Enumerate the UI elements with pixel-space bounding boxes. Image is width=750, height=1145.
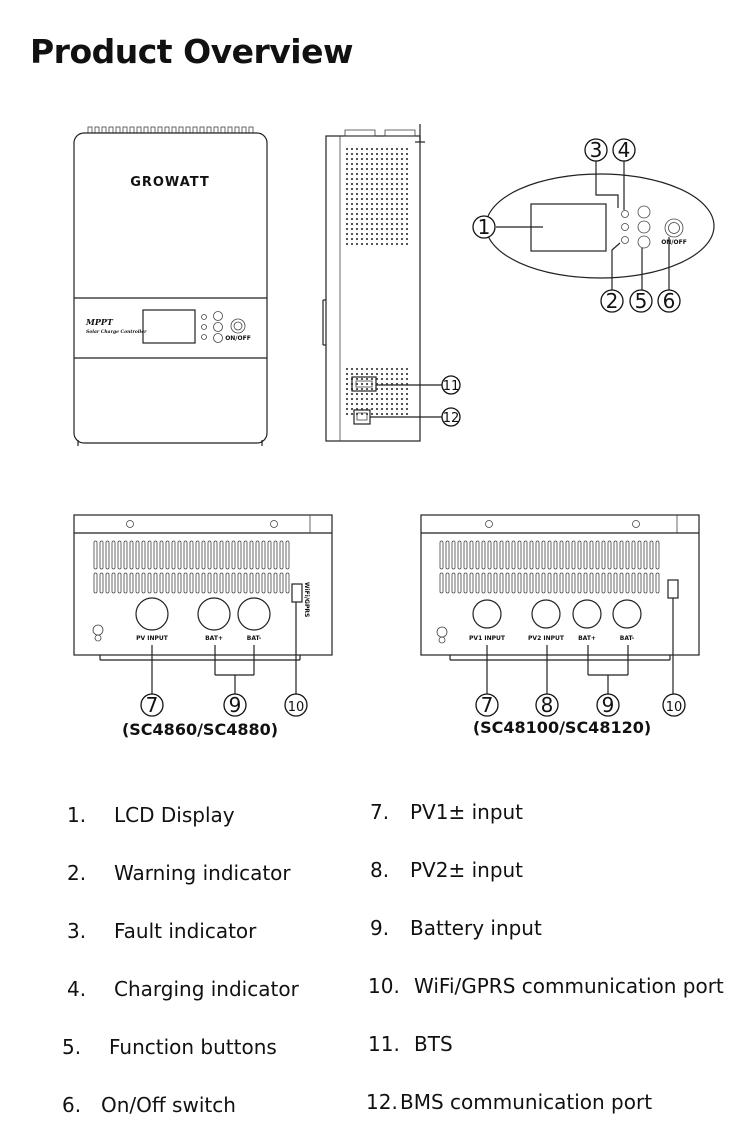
legend-item: 3.Fault indicator (67, 919, 257, 943)
brand-logo: GROWATT (130, 175, 210, 190)
legend-item: 1.LCD Display (67, 803, 235, 827)
callout-12 (441, 407, 461, 427)
bat-plus-label-2: BAT+ (578, 635, 596, 642)
legend-item: 5.Function buttons (62, 1035, 277, 1059)
pv1-input-label: PV1 INPUT (469, 635, 506, 642)
svg-text:4: 4 (618, 138, 631, 162)
callout-7-right (475, 693, 499, 717)
legend-item: 7.PV1± input (370, 800, 524, 824)
pv2-input-label: PV2 INPUT (528, 635, 565, 642)
svg-text:7: 7 (146, 693, 159, 717)
bottom-view-small: WiFi/GPRS PV INPUT BAT+ BAT- 7 9 10 (SC4… (73, 514, 333, 739)
legend-item: 11.BTS (368, 1032, 453, 1056)
callout-10-right (662, 693, 686, 717)
legend-item: 9.Battery input (370, 916, 542, 940)
legend-item: 4.Charging indicator (67, 977, 299, 1001)
mppt-label: MPPT (85, 317, 114, 327)
svg-text:5: 5 (635, 289, 648, 313)
callout-2 (600, 289, 624, 313)
front-view: GROWATT MPPT Solar Charge Controller ON/… (73, 126, 268, 446)
bat-plus-label: BAT+ (205, 635, 223, 642)
svg-text:8: 8 (541, 693, 554, 717)
svg-text:11: 11 (443, 379, 460, 394)
product-diagram: GROWATT MPPT Solar Charge Controller ON/… (73, 124, 715, 739)
legend-item: 8.PV2± input (370, 858, 524, 882)
svg-text:2: 2 (606, 289, 619, 313)
callout-5 (629, 289, 653, 313)
front-onoff-label: ON/OFF (225, 335, 251, 342)
pv-input-label: PV INPUT (136, 635, 169, 642)
callout-1 (472, 215, 496, 239)
callout-9-right (596, 693, 620, 717)
callout-6 (657, 289, 681, 313)
callout-11 (441, 375, 461, 395)
callout-7-left (140, 693, 164, 717)
callout-9-left (223, 693, 247, 717)
model-label-left: (SC4860/SC4880) (122, 720, 278, 739)
callout-10-left (284, 693, 308, 717)
legend-item: 2.Warning indicator (67, 861, 291, 885)
panel-onoff-label: ON/OFF (661, 239, 687, 246)
legend-item: 12.BMS communication port (366, 1090, 653, 1114)
svg-text:1: 1 (478, 215, 491, 239)
legend-item: 6.On/Off switch (62, 1093, 236, 1117)
svg-text:3: 3 (590, 138, 603, 162)
legend-item: 10.WiFi/GPRS communication port (368, 974, 724, 998)
svg-text:10: 10 (288, 700, 305, 715)
callout-8 (535, 693, 559, 717)
page-title: Product Overview (30, 32, 353, 71)
model-label-right: (SC48100/SC48120) (473, 718, 651, 737)
controller-subtitle: Solar Charge Controller (86, 329, 147, 335)
svg-text:9: 9 (602, 693, 615, 717)
bat-minus-label: BAT- (247, 635, 262, 642)
control-panel-zoom: ON/OFF 1 3 4 2 5 6 (472, 138, 715, 313)
callout-4 (612, 138, 636, 162)
svg-text:6: 6 (663, 289, 676, 313)
svg-text:10: 10 (666, 700, 683, 715)
wifi-port-label: WiFi/GPRS (303, 582, 310, 617)
svg-text:7: 7 (481, 693, 494, 717)
callout-3 (584, 138, 608, 162)
bottom-view-large: PV1 INPUT PV2 INPUT BAT+ BAT- 7 8 9 10 (… (420, 514, 700, 737)
svg-text:12: 12 (443, 411, 460, 426)
svg-text:9: 9 (229, 693, 242, 717)
side-view: 11 12 (322, 124, 461, 442)
bat-minus-label-2: BAT- (620, 635, 635, 642)
